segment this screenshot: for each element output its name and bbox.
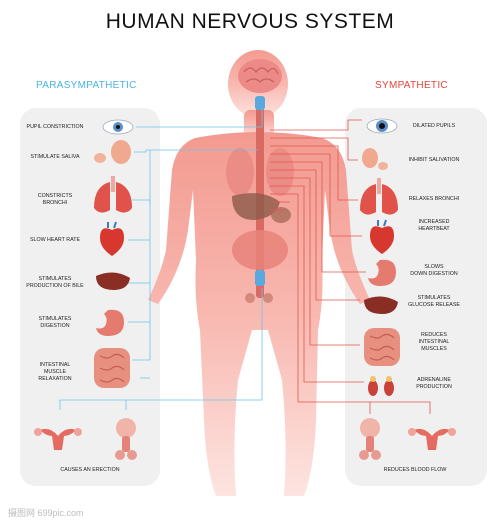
para-label-intestinal: INTESTINAL MUSCLE RELAXATION: [38, 362, 72, 382]
para-label-digestion: STIMULATES DIGESTION: [38, 316, 72, 329]
para-label-pupil: PUPIL CONSTRICTION: [26, 124, 84, 130]
symp-label-blood-flow: REDUCES BLOOD FLOW: [383, 467, 447, 473]
symp-label-pupils: DILATED PUPILS: [412, 123, 456, 129]
stomach-icon: [96, 309, 124, 336]
symp-label-intestinal: REDUCES INTESTINAL MUSCLES: [418, 332, 450, 352]
heart-icon: [370, 219, 394, 254]
salivary-gland-icon: [94, 140, 131, 164]
eye-icon: [366, 118, 398, 134]
stomach-icon: [271, 207, 291, 223]
stomach-icon: [368, 259, 396, 286]
para-label-erection: CAUSES AN ERECTION: [60, 467, 120, 473]
liver-icon: [96, 272, 130, 290]
heart-icon: [100, 221, 124, 256]
bladder-icon: [245, 293, 255, 303]
intestine-icon: [364, 328, 400, 366]
para-label-saliva: STIMULATE SALIVA: [30, 154, 80, 160]
parasympathetic-panel: [20, 108, 160, 486]
liver-icon: [232, 193, 280, 220]
symp-label-salivation: INHIBIT SALIVATION: [408, 157, 460, 163]
symp-label-adrenaline: ADRENALINE PRODUCTION: [416, 377, 452, 390]
salivary-gland-icon: [362, 148, 388, 170]
watermark: 摄图网 699pic.com: [8, 508, 84, 518]
eye-icon: [102, 119, 134, 135]
parasympathetic-connectors: [59, 108, 263, 410]
symp-label-bronchi: RELAXES BRONCHI: [408, 196, 460, 202]
page-title: HUMAN NERVOUS SYSTEM: [105, 10, 395, 33]
kidneys-icon: [368, 376, 394, 396]
intestine-icon: [232, 230, 288, 270]
male-reproductive-icon: [359, 418, 381, 460]
para-label-bronchi: CONSTRICTS BRONCHI: [37, 193, 73, 206]
symp-label-digestion: SLOWS DOWN DIGESTION: [410, 264, 458, 277]
left-lung-icon: [226, 148, 254, 196]
symp-label-heartbeat: INCREASED HEARTBEAT: [418, 219, 450, 232]
sympathetic-heading: SYMPATHETIC: [375, 80, 448, 91]
symp-label-glucose: STIMULATES GLUCOSE RELEASE: [408, 295, 460, 308]
liver-icon: [364, 296, 398, 314]
para-label-bile: STIMULATES PRODUCTION OF BILE: [26, 276, 84, 289]
female-reproductive-icon: [408, 428, 456, 450]
intestine-icon: [94, 348, 130, 388]
right-lung-icon: [266, 148, 294, 196]
sympathetic-connectors: [270, 119, 431, 414]
parasympathetic-heading: PARASYMPATHETIC: [36, 80, 137, 91]
lungs-icon: [360, 178, 398, 215]
male-reproductive-icon: [115, 418, 137, 460]
internal-organs: [226, 148, 294, 303]
brain-icon: [238, 59, 282, 93]
para-label-heart: SLOW HEART RATE: [29, 237, 81, 243]
female-reproductive-icon: [34, 428, 82, 450]
lungs-icon: [94, 176, 132, 213]
